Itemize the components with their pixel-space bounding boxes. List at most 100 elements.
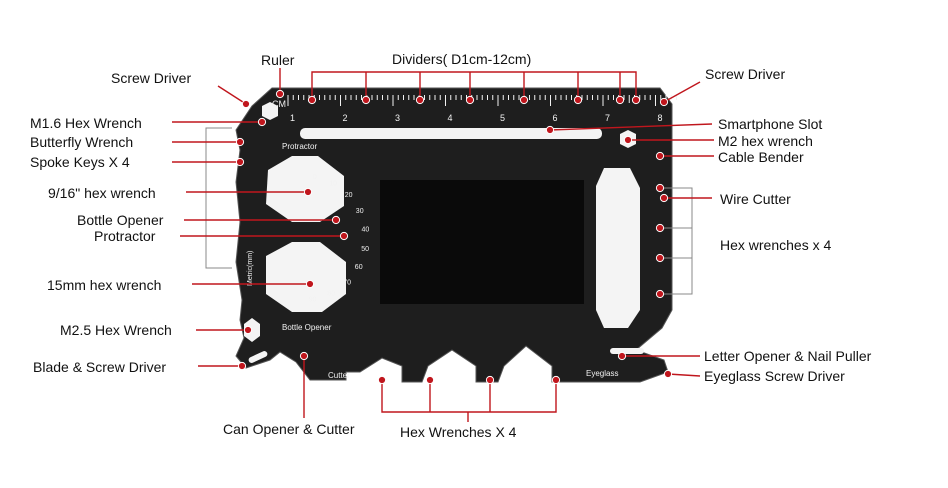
leader-lines [172, 68, 714, 422]
label-cable-bender: Cable Bender [718, 149, 804, 165]
ruler-number-group: 1 2 3 4 5 6 7 8 [290, 113, 663, 123]
protractor-degree: 60 [355, 264, 363, 271]
label-wire-cutter: Wire Cutter [720, 191, 791, 207]
leader-dot [573, 95, 583, 105]
ruler-number: 8 [658, 113, 663, 123]
cutter-engraving: Cutter [328, 371, 350, 380]
ruler-number: 3 [395, 113, 400, 123]
protractor-degree: 70 [343, 280, 351, 287]
letter-opener-slot [610, 348, 644, 354]
protractor-degree: 90 [309, 296, 317, 303]
protractor-degree: 80 [327, 291, 335, 298]
ruler-number: 4 [448, 113, 453, 123]
leader-dot [663, 369, 673, 379]
label-ruler: Ruler [261, 52, 295, 68]
left-bracket [205, 127, 232, 269]
ruler-number: 5 [500, 113, 505, 123]
right-bracket [660, 187, 693, 295]
label-dividers: Dividers( D1cm-12cm) [392, 51, 532, 67]
protractor-degree: 50 [361, 246, 369, 253]
leader-dot [659, 97, 669, 107]
leader-dot [307, 95, 317, 105]
leader-dot [545, 125, 555, 135]
leader-dot-group [235, 89, 673, 385]
label-spoke-keys: Spoke Keys X 4 [30, 154, 130, 170]
protractor-degree-group: 0 10 20 30 40 50 60 70 80 90 [309, 174, 370, 304]
cm-mark: CM [272, 99, 286, 109]
leader-dot [615, 95, 625, 105]
leader-dot [415, 95, 425, 105]
smartphone-slot-cutout [300, 128, 602, 139]
smartphone-leader [549, 123, 713, 131]
leader-dot [655, 183, 665, 193]
label-bottle-opener: Bottle Opener [77, 212, 164, 228]
ruler-number: 6 [553, 113, 558, 123]
ruler-number: 7 [605, 113, 610, 123]
ruler-number: 1 [290, 113, 295, 123]
eyeglass-engraving: Eyeglass [586, 369, 618, 378]
screw-driver-left-leader [217, 85, 247, 105]
leader-dot [241, 99, 251, 109]
protractor-degree: 40 [362, 226, 370, 233]
group-brackets [205, 127, 693, 295]
leader-dot [655, 223, 665, 233]
protractor-degree: 0 [313, 174, 317, 181]
card-engravings: CM 1 2 3 4 5 6 7 8 Protractor Bottle Opener Cut… [247, 99, 663, 380]
leader-dot [655, 151, 665, 161]
label-letter-opener: Letter Opener & Nail Puller [704, 348, 872, 364]
right-cutout [596, 168, 640, 328]
leader-dot [655, 253, 665, 263]
blade-slot [248, 351, 268, 363]
hex-bottom-bracket [381, 380, 557, 413]
leader-dot [617, 351, 627, 361]
leader-dot [339, 231, 349, 241]
label-blade-screw-driver: Blade & Screw Driver [33, 359, 167, 375]
protractor-degree: 30 [356, 208, 364, 215]
label-protractor: Protractor [94, 228, 156, 244]
bottle-opener-engraving: Bottle Opener [282, 323, 332, 332]
label-screw-driver-left: Screw Driver [111, 70, 192, 86]
leader-dot [303, 187, 313, 197]
leader-dot [361, 95, 371, 105]
leader-dot [331, 215, 341, 225]
hex-9-16-cutout [266, 156, 344, 222]
dividers-bracket [311, 71, 637, 100]
label-smartphone-slot: Smartphone Slot [718, 116, 823, 132]
card-body [235, 87, 673, 383]
center-image-box [380, 180, 584, 304]
leader-dot [275, 89, 285, 99]
leader-dot [425, 375, 435, 385]
protractor-engraving: Protractor [282, 142, 317, 151]
ruler-number: 2 [343, 113, 348, 123]
leader-dot [299, 351, 309, 361]
leader-dot [655, 289, 665, 299]
leader-dot [519, 95, 529, 105]
label-hex-wrenches-right: Hex wrenches x 4 [720, 237, 832, 253]
eyeglass-leader [667, 373, 701, 377]
m16-hex-hole [262, 102, 278, 120]
label-screw-driver-right: Screw Driver [705, 66, 786, 82]
label-hex-15mm: 15mm hex wrench [47, 277, 162, 293]
label-eyeglass-screw-driver: Eyeglass Screw Driver [704, 368, 845, 384]
label-m25-hex-wrench: M2.5 Hex Wrench [60, 322, 172, 338]
leader-dot [237, 361, 247, 371]
protractor-degree: 10 [329, 180, 337, 187]
leader-dot [235, 157, 245, 167]
leader-dot [257, 117, 267, 127]
spoke-key-engraving: Metric(mm) [247, 251, 254, 286]
leader-dot [243, 325, 253, 335]
screw-driver-right-leader [663, 81, 701, 103]
leader-dot [623, 135, 633, 145]
leader-dot [631, 95, 641, 105]
protractor-degree: 20 [345, 192, 353, 199]
leader-dot [485, 375, 495, 385]
leader-dot [377, 375, 387, 385]
label-m16-hex-wrench: M1.6 Hex Wrench [30, 115, 142, 131]
label-butterfly-wrench: Butterfly Wrench [30, 134, 134, 150]
hex-15mm-cutout [266, 242, 346, 312]
leader-dot [659, 193, 669, 203]
label-hex-9-16: 9/16" hex wrench [48, 185, 156, 201]
leader-dot [465, 95, 475, 105]
label-m2-hex-wrench: M2 hex wrench [718, 133, 813, 149]
